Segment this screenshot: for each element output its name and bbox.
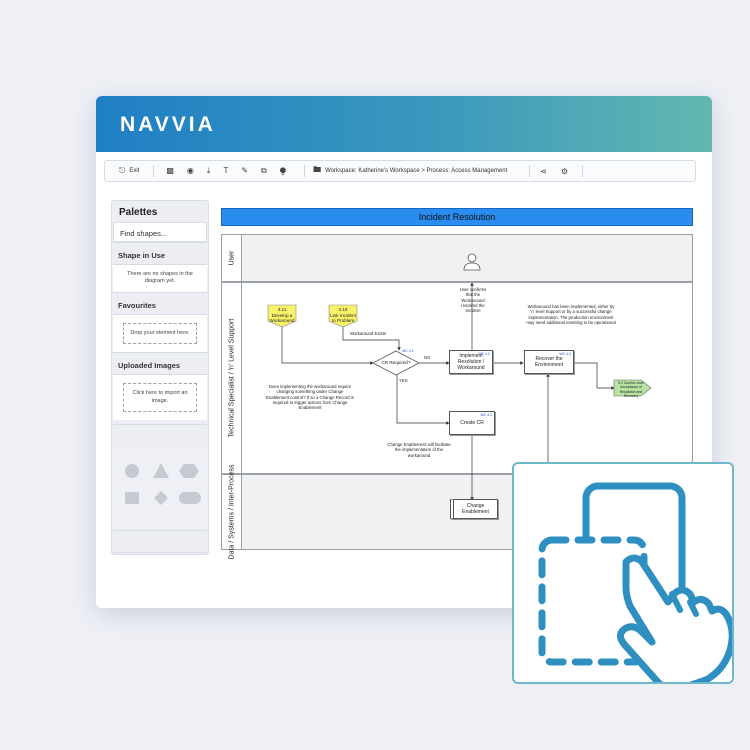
develop-workaround-label: 3.11 Develop a Workaround — [269, 307, 295, 324]
shape-palette — [113, 450, 207, 527]
text-icon[interactable]: T — [223, 166, 229, 175]
cr-required-label: CR Required? — [381, 360, 411, 365]
toolbar-divider — [304, 165, 306, 177]
palettes-sidebar: Palettes Find shapes... Shape in Use The… — [111, 200, 209, 555]
upload-image-text: Click here to import an image. — [132, 390, 188, 404]
edit-icon[interactable]: ✎ — [241, 166, 249, 175]
confirm-user-label: 5.1 Confirm User Acceptance of Resolutio… — [618, 381, 644, 398]
change-enablement-box[interactable]: Change Enablement — [450, 499, 498, 519]
app-header: NAVVIA — [96, 96, 712, 152]
implement-resolution-box[interactable]: WC 4.2 Implement Resolution / Workaround — [449, 350, 493, 374]
download-icon[interactable]: ⤓ — [206, 166, 211, 175]
gear-icon[interactable]: ⚙ — [560, 166, 568, 176]
palette-section[interactable] — [113, 424, 207, 446]
swimlane-user[interactable]: User — [221, 234, 693, 282]
swimlane-technical-support[interactable]: Technical Specialist / 'n' Level Support — [221, 282, 693, 474]
hexagon-shape[interactable] — [179, 464, 199, 479]
toolbar-divider — [582, 165, 583, 177]
find-shapes-input[interactable]: Find shapes... — [113, 222, 207, 242]
no-label: NO — [424, 355, 431, 360]
upload-image-zone[interactable]: Click here to import an image. — [123, 383, 197, 413]
favourites-panel: Drop your element here. — [113, 313, 207, 353]
palette-section[interactable] — [113, 530, 207, 552]
navvia-logo: NAVVIA — [120, 113, 216, 136]
swimlane-label: Data / Systems / Inter-Process — [222, 465, 242, 559]
toolbar-divider — [153, 165, 155, 177]
workaround-exists-label: Workaround Exists — [350, 331, 386, 336]
app-window: NAVVIA ⎋ Exit ▩ ◉ ⤓ T ✎ ⧉ ⧭ 🖿 Workspace:… — [96, 96, 712, 608]
rounded-rect-shape[interactable] — [179, 492, 201, 505]
favourites-drop-zone[interactable]: Drop your element here. — [123, 322, 197, 345]
recover-environment-box[interactable]: WC 4.4 Recover the Environment — [524, 350, 574, 374]
implementing-workaround-note: Does implementing the workaround require… — [266, 384, 354, 411]
palette-section[interactable] — [113, 552, 207, 574]
uploaded-images-heading[interactable]: Uploaded Images — [112, 352, 208, 374]
folder-icon: 🖿 — [313, 165, 322, 174]
circle-shape[interactable] — [125, 464, 139, 479]
swimlane-label: User — [222, 235, 242, 281]
diagram-title[interactable]: Incident Resolution — [221, 208, 693, 226]
shapes-in-use-empty: There are no shapes in the diagram yet. — [113, 264, 207, 292]
link-incident-label: 3.10 Link Incident to Problem — [330, 307, 356, 324]
palettes-title: Palettes — [119, 207, 158, 218]
document-shape[interactable] — [125, 492, 139, 505]
yes-label: YES — [399, 378, 408, 383]
exit-icon: ⎋ — [119, 166, 126, 175]
diamond-shape[interactable] — [154, 491, 168, 506]
develop-workaround-sticky[interactable] — [267, 304, 297, 328]
user-confirms-note: User confirms that the Workaround resolv… — [459, 287, 487, 314]
user-figure-icon[interactable] — [463, 253, 481, 271]
implement-resolution-label: Implement Resolution / Workaround — [457, 353, 485, 371]
uploaded-images-panel: Click here to import an image. — [113, 374, 207, 421]
toolbar: ⎋ Exit ▩ ◉ ⤓ T ✎ ⧉ ⧭ 🖿 Workspace: Kather… — [104, 160, 696, 182]
save-icon[interactable]: ▩ — [166, 166, 174, 175]
format-icon[interactable]: ⧭ — [279, 166, 287, 175]
share-icon[interactable]: ⋖ — [540, 166, 547, 176]
favourites-drop-text: Drop your element here. — [130, 329, 190, 336]
change-enablement-label: Change Enablement — [462, 503, 489, 515]
toolbar-icon-group: ▩ ◉ ⤓ T ✎ ⧉ ⧭ — [166, 166, 290, 176]
shapes-in-use-text: There are no shapes in the diagram yet. — [127, 271, 193, 285]
recover-environment-label: Recover the Environment — [534, 356, 564, 368]
breadcrumb-text: Workspace: Katherine's Workspace > Proce… — [325, 168, 508, 174]
change-enablement-note: Change Enablement will facilitate the im… — [387, 442, 451, 458]
exit-label: Exit — [129, 168, 140, 174]
breadcrumb[interactable]: 🖿 Workspace: Katherine's Workspace > Pro… — [313, 164, 507, 178]
exit-button[interactable]: ⎋ Exit — [119, 166, 139, 176]
copy-icon[interactable]: ⧉ — [261, 166, 267, 175]
workaround-implemented-note: Workaround has been implemented, either … — [526, 304, 616, 326]
cr-required-tag: WC 4.1 — [402, 349, 414, 353]
toolbar-divider — [529, 165, 531, 177]
toolbar-right: ⋖ ⚙ — [529, 165, 583, 177]
camera-icon[interactable]: ◉ — [186, 166, 194, 175]
drag-drop-feature-card — [512, 462, 736, 693]
link-incident-sticky[interactable] — [328, 304, 358, 328]
shape-palette-graphic — [125, 463, 201, 506]
shapes-in-use-heading[interactable]: Shape in Use — [112, 242, 208, 264]
triangle-shape[interactable] — [153, 463, 169, 479]
create-cr-label: Create CR — [460, 420, 484, 426]
confirm-user-offpage[interactable] — [613, 379, 652, 397]
favourites-heading[interactable]: Favourites — [112, 291, 208, 314]
create-cr-box[interactable]: WC 4.3 Create CR — [449, 411, 495, 435]
drag-drop-hand-icon — [538, 482, 736, 693]
swimlane-label: Technical Specialist / 'n' Level Support — [222, 283, 242, 473]
cr-required-decision[interactable] — [372, 350, 420, 376]
